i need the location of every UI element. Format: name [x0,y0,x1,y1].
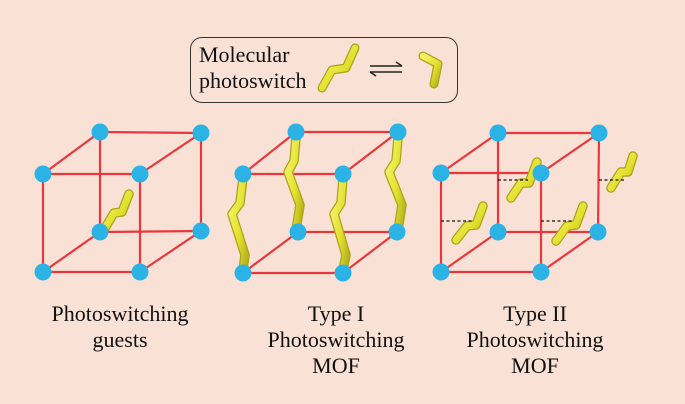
c2-node [334,165,352,183]
caption-guests-line1: Photoswitching [51,301,189,326]
c2-pillar-switch-body [385,134,406,234]
c2-pillar-switch-body [330,174,350,274]
c3-node [590,124,608,142]
c2-pillar-switch-body [228,174,249,274]
caption-type2-line2: Photoswitching [466,327,604,352]
legend-trans-switch-icon [317,43,360,93]
equilibrium-arrows-icon [369,61,403,77]
c1-guest-switch-body [101,190,133,232]
c3-guest-switch [451,201,488,245]
caption-type1-line3: MOF [312,353,360,378]
c3-edge [596,131,601,234]
c2-edge [341,230,399,275]
photoswitch-molecules [100,133,638,275]
c3-edge [539,230,600,274]
legend-cis-switch-icon [418,51,443,89]
c2-node [287,123,305,141]
c2-edge [241,130,298,176]
c2-node [234,165,252,183]
photoswitch-legend-box [190,37,458,103]
c2-node [389,123,407,141]
caption-type1-mof: Type I Photoswitching MOF [236,301,436,379]
legend-label: Molecular photoswitch [199,42,329,94]
c1-edge [41,130,102,176]
legend-label-line1: Molecular [199,42,290,67]
c3-guest-switch-body [552,202,587,245]
caption-type2-line3: MOF [511,353,559,378]
c1-edge [138,229,203,274]
caption-guests-line2: guests [92,327,148,352]
c3-guest-switch-body [607,152,637,192]
legend-label-line2: photoswitch [199,68,307,93]
coordination-bonds [441,179,625,222]
c3-node [532,263,550,281]
c3-guest-switch-body [452,202,487,244]
c3-node [432,164,450,182]
c1-node [34,263,52,281]
c1-node [131,165,149,183]
c1-node [131,263,149,281]
c2-node [334,264,352,282]
c1-node [192,222,210,240]
c1-node [91,223,109,241]
c1-edge [98,130,203,135]
c1-node [34,165,52,183]
c1-node [192,124,210,142]
c3-node [489,223,507,241]
c3-edge [439,131,500,175]
c1-guest-switch [100,189,134,233]
c3-node [532,164,550,182]
c3-guest-switch [551,201,588,246]
c3-node [589,223,607,241]
c2-edge [241,230,300,275]
c2-pillar-switch-body [284,134,304,234]
c2-node [234,264,252,282]
mof-frameworks [41,130,601,275]
c1-edge [138,131,203,176]
c2-pillar-switch [227,173,250,275]
c2-pillar-switch [384,133,407,235]
metal-nodes [34,123,608,282]
c1-node [91,123,109,141]
c2-edge [341,130,400,176]
caption-type1-line1: Type I [307,301,365,326]
c2-pillar-switch [329,173,351,275]
c1-edge [98,229,203,234]
c2-node [388,223,406,241]
c2-node [289,223,307,241]
c3-guest-switch [606,151,638,193]
caption-type2-line1: Type II [503,301,567,326]
c2-pillar-switch [283,133,305,235]
c3-node [489,124,507,142]
c3-edge [439,230,500,274]
caption-photoswitching-guests: Photoswitching guests [20,301,220,353]
c1-edge [41,230,102,274]
c3-node [432,263,450,281]
c3-edge [539,131,601,175]
caption-type2-mof: Type II Photoswitching MOF [435,301,635,379]
caption-type1-line2: Photoswitching [267,327,405,352]
